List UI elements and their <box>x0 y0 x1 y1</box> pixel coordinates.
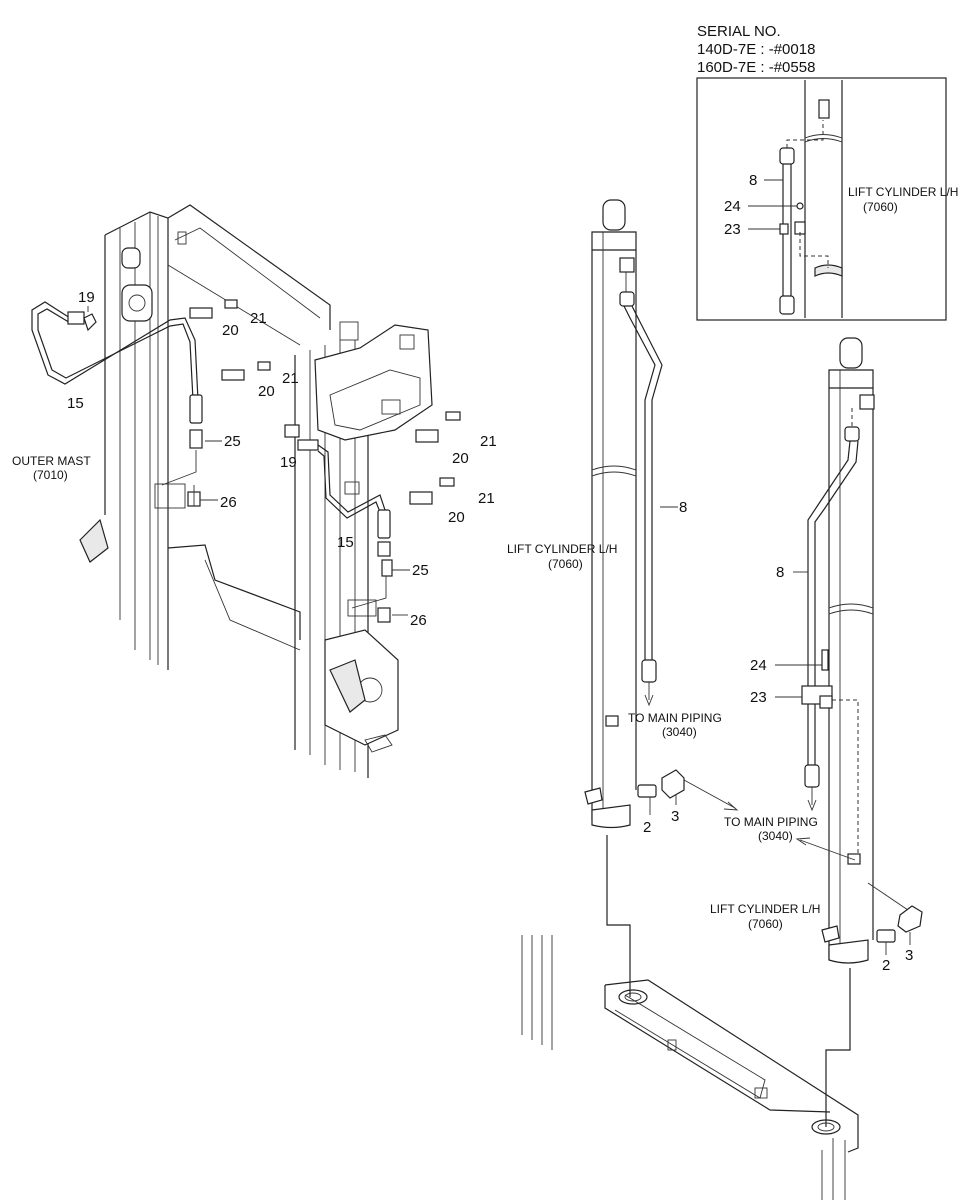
callout-8-center: 8 <box>679 499 687 516</box>
serial-line-160d: 160D-7E : -#0558 <box>697 59 815 76</box>
hose-assembly-15-center <box>284 411 461 623</box>
inset-lift-cylinder-code: (7060) <box>863 200 898 214</box>
elbow-3-center <box>661 769 685 799</box>
callout-8-inset: 8 <box>749 172 757 189</box>
serial-line-140d: 140D-7E : -#0018 <box>697 41 815 58</box>
fitting-2-right <box>876 929 896 943</box>
lift-cylinder-center-label: LIFT CYLINDER L/H <box>507 542 617 556</box>
lift-cylinder-center-code: (7060) <box>548 557 583 571</box>
serial-heading: SERIAL NO. <box>697 23 781 40</box>
fitting-2-center <box>637 784 657 798</box>
callout-24-inset: 24 <box>724 198 741 215</box>
callout-26-left: 26 <box>220 494 237 511</box>
callout-15-center: 15 <box>337 534 354 551</box>
callout-21-upper-left: 21 <box>250 310 267 327</box>
callout-2-center: 2 <box>643 819 651 836</box>
inset-hose <box>779 120 829 315</box>
inset-frame <box>696 77 947 321</box>
callout-19-center: 19 <box>280 454 297 471</box>
elbow-3-right <box>897 905 923 933</box>
inset-lift-cylinder-label: LIFT CYLINDER L/H <box>848 185 958 199</box>
lift-cylinder-right-code: (7060) <box>748 917 783 931</box>
lift-cylinder-center <box>584 199 637 829</box>
hose-8-center <box>619 272 663 707</box>
outer-mast-label: OUTER MAST <box>12 454 91 468</box>
hose-8-right <box>804 408 860 812</box>
callout-25-center: 25 <box>412 562 429 579</box>
callout-23-right: 23 <box>750 689 767 706</box>
callout-26-center: 26 <box>410 612 427 629</box>
outer-mast <box>79 204 433 778</box>
callout-20-lower-left: 20 <box>258 383 275 400</box>
outer-mast-code: (7010) <box>33 468 68 482</box>
base-frame <box>521 835 859 1200</box>
to-main-piping-code-right: (3040) <box>758 829 793 843</box>
callout-25-left: 25 <box>224 433 241 450</box>
inset-cylinder <box>794 80 843 318</box>
to-main-piping-label-right: TO MAIN PIPING <box>724 815 818 829</box>
callout-21-upper-center: 21 <box>480 433 497 450</box>
lift-cylinder-right-label: LIFT CYLINDER L/H <box>710 902 820 916</box>
callout-20-lower-center: 20 <box>448 509 465 526</box>
to-main-piping-label-center: TO MAIN PIPING <box>628 711 722 725</box>
callout-19-left: 19 <box>78 289 95 306</box>
callout-24-right: 24 <box>750 657 767 674</box>
inset-detail: SERIAL NO. 140D-7E : -#0018 160D-7E : -#… <box>696 23 958 321</box>
callout-21-lower-left: 21 <box>282 370 299 387</box>
callout-3-center: 3 <box>671 808 679 825</box>
callout-15-left: 15 <box>67 395 84 412</box>
callout-3-right: 3 <box>905 947 913 964</box>
callout-8-right: 8 <box>776 564 784 581</box>
hose-assembly-15-left <box>31 299 271 509</box>
callout-20-upper-left: 20 <box>222 322 239 339</box>
callout-23-inset: 23 <box>724 221 741 238</box>
callout-2-right: 2 <box>882 957 890 974</box>
callout-20-upper-center: 20 <box>452 450 469 467</box>
callout-21-lower-center: 21 <box>478 490 495 507</box>
to-main-piping-code-center: (3040) <box>662 725 697 739</box>
lift-cylinder-right <box>821 337 875 964</box>
